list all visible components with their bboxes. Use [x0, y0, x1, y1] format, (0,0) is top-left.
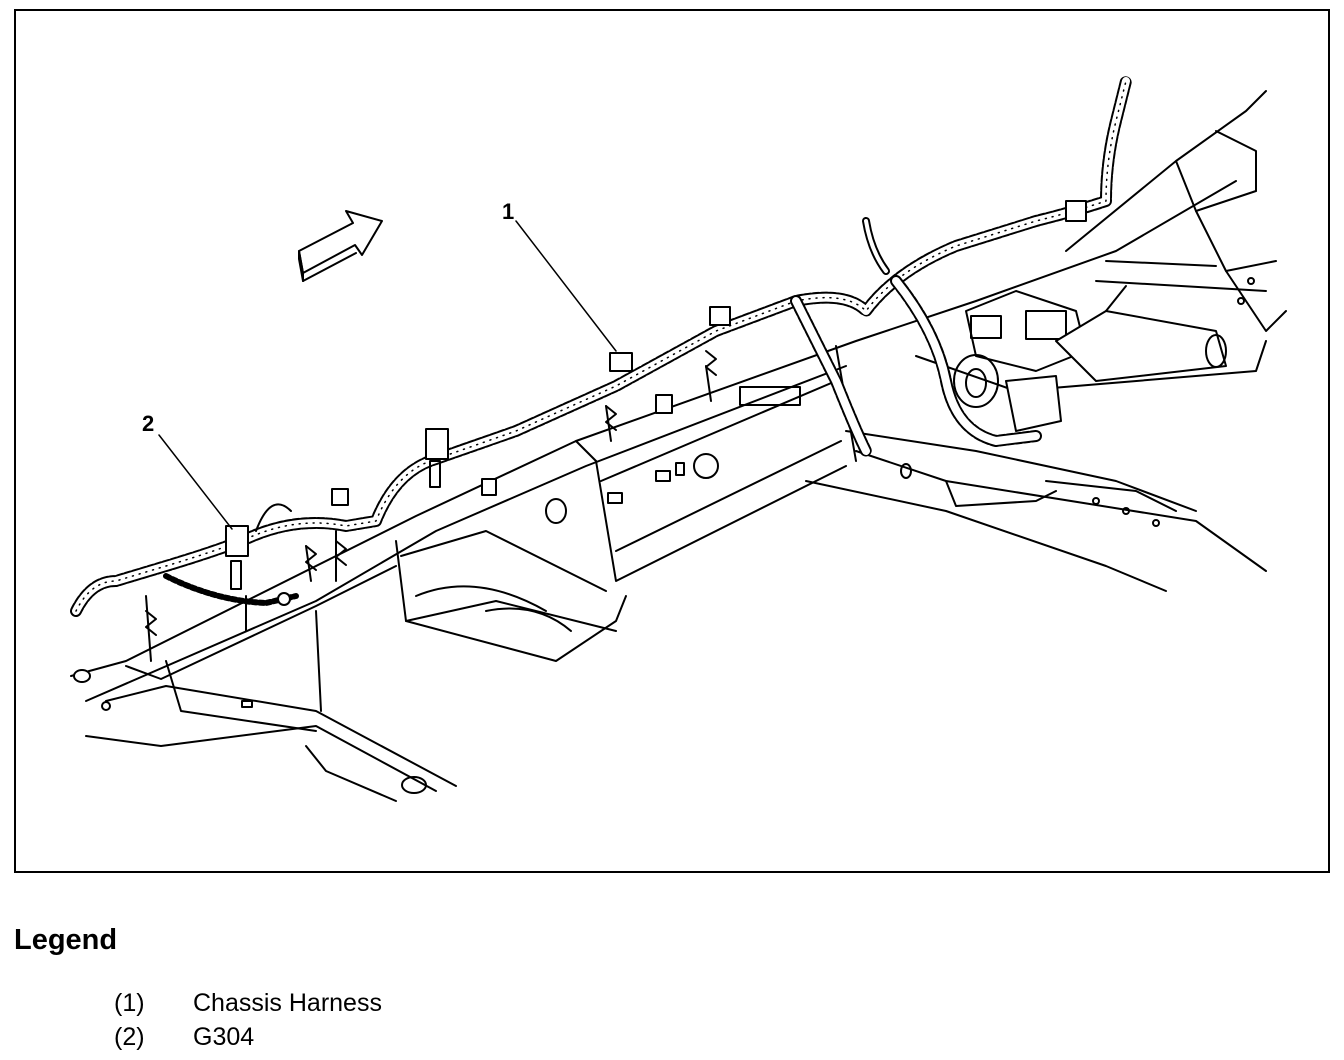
callout-leaders	[158, 220, 617, 530]
callout-2-leader	[158, 434, 233, 530]
direction-arrow-icon	[298, 210, 383, 282]
callout-2-label: 2	[142, 411, 154, 436]
chassis-harness	[70, 75, 1132, 617]
diagram-frame: 1 2	[14, 9, 1330, 873]
legend-item-label: G304	[193, 1023, 255, 1051]
legend-item-number: (1)	[114, 989, 145, 1017]
callout-1-leader	[515, 220, 617, 352]
rear-frame	[805, 90, 1287, 592]
legend-item-number: (2)	[114, 1023, 145, 1051]
front-rail	[85, 565, 457, 802]
ground-g304	[255, 503, 292, 606]
frame-rail	[70, 180, 1237, 702]
chassis-harness-diagram: 1 2	[70, 75, 1287, 802]
harness-connectors	[73, 350, 717, 683]
rail-cutouts	[545, 386, 801, 524]
callout-1-label: 1	[502, 199, 514, 224]
legend-title: Legend	[14, 924, 118, 956]
rear-module	[953, 285, 1227, 432]
legend-item-label: Chassis Harness	[193, 989, 382, 1017]
